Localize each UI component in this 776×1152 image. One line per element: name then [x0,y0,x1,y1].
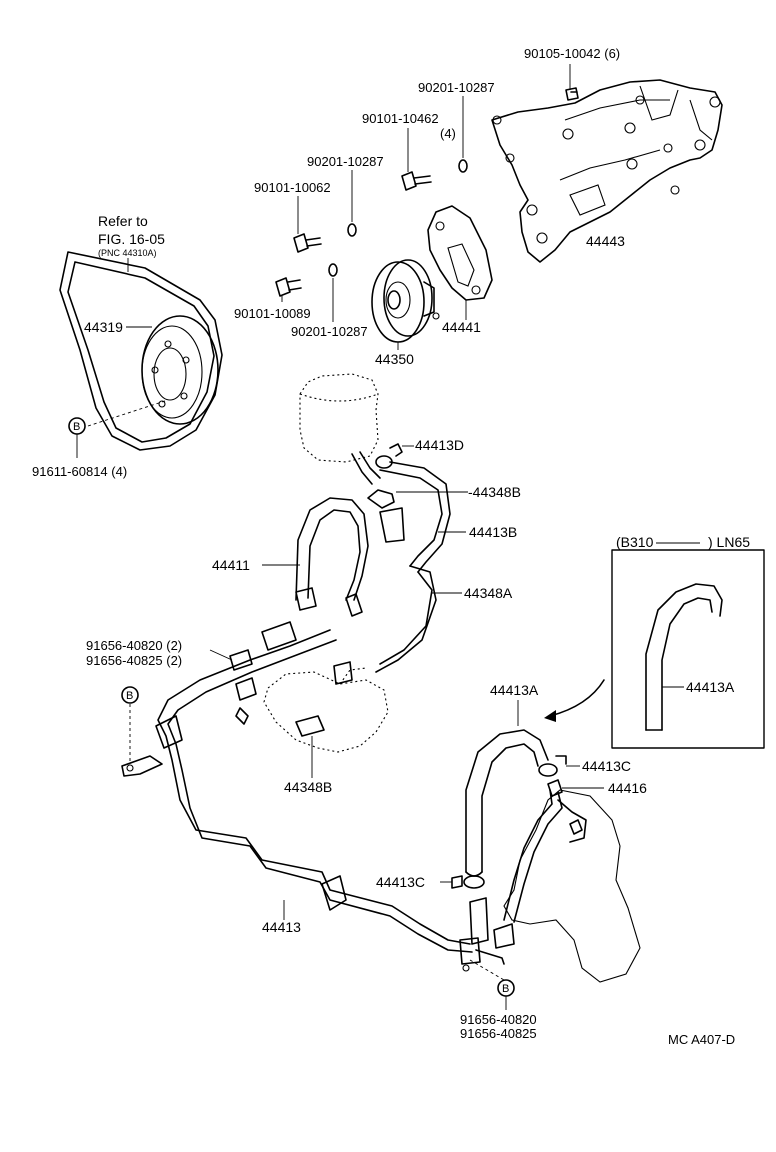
label-44413D: 44413D [415,437,464,453]
label-90101-10062: 90101-10062 [254,180,331,195]
label-91656-40820: 91656-40820 [460,1012,537,1027]
pressure-line-fittings [209,593,363,725]
label-refer-to: Refer to [98,213,148,229]
bolt-90101-10089 [275,277,302,302]
hose-44413B [379,461,466,573]
clamp-44413C-left [440,875,485,889]
mark-b-text: B [502,983,509,995]
pulley-44350 [371,259,440,350]
label-inset-model-suffix: ) LN65 [708,534,750,550]
clamp-44413D [375,443,414,469]
washer-90201-10287-a [458,96,468,173]
footer-code: MC A407-D [668,1032,735,1047]
label-91656-40825: 91656-40825 [460,1026,537,1041]
tube-44413 [155,629,473,953]
mark-b-left-top: B [68,417,86,458]
bracket-44443 [491,79,723,263]
label-44413A-inset: 44413A [686,679,735,695]
bolt-90101-10462 [401,128,432,191]
label-44411: 44411 [212,557,250,573]
label-44413C-right: 44413C [582,758,631,774]
label-44413B: 44413B [469,524,517,540]
mark-b-text: B [126,690,133,702]
left-clip [121,704,163,777]
label-44348A: 44348A [464,585,513,601]
steering-gear [263,667,389,753]
clamp-44413C-right [538,755,580,777]
gear-housing [503,789,641,983]
label-90101-10462-qty: (4) [440,126,456,141]
label-44319: 44319 [84,319,123,335]
label-90101-10462: 90101-10462 [362,111,439,126]
label-44348B-top: -44348B [468,484,521,500]
bolt-90101-10062 [293,196,322,253]
mark-b-text: B [73,421,80,433]
pulley-44319 [87,315,219,427]
washer-90201-10287-c [328,263,338,322]
label-44443: 44443 [586,233,625,249]
mark-b-bottom: B [497,979,515,1010]
bolt-90105-10042 [565,64,579,101]
label-91656-40825-2: 91656-40825 (2) [86,653,182,668]
inset-arrow [544,679,605,722]
label-fig-16-05: FIG. 16-05 [98,231,165,247]
label-90201-10287-b: 90201-10287 [307,154,384,169]
label-91656-40820-2: 91656-40820 (2) [86,638,182,653]
label-90201-10287-c: 90201-10287 [291,324,368,339]
label-44416: 44416 [608,780,647,796]
inset-box [611,549,765,749]
tube-44416 [503,779,604,923]
hose-44348B-bottom [295,715,325,778]
label-90201-10287-a: 90201-10287 [418,80,495,95]
label-90101-10089: 90101-10089 [234,306,311,321]
label-44413: 44413 [262,919,301,935]
label-44413A: 44413A [490,682,539,698]
label-pnc: (PNC 44310A) [98,248,157,258]
hose-44411 [262,497,405,611]
label-inset-model-prefix: (B310 [616,534,654,550]
v-belt [59,251,223,451]
label-44348B-bottom: 44348B [284,779,332,795]
label-44441: 44441 [442,319,481,335]
washer-90201-10287-b [347,170,357,237]
reservoir [299,373,381,485]
label-44413C-left: 44413C [376,874,425,890]
bracket-44441 [427,205,493,320]
union-fittings [459,897,515,981]
mark-b-left-mid: B [121,686,139,704]
hose-44348A [375,565,462,673]
hose-44348B-top [367,489,468,509]
label-90105-10042: 90105-10042 (6) [524,46,620,61]
label-91611-60814: 91611-60814 (4) [32,464,127,479]
label-44350: 44350 [375,351,414,367]
